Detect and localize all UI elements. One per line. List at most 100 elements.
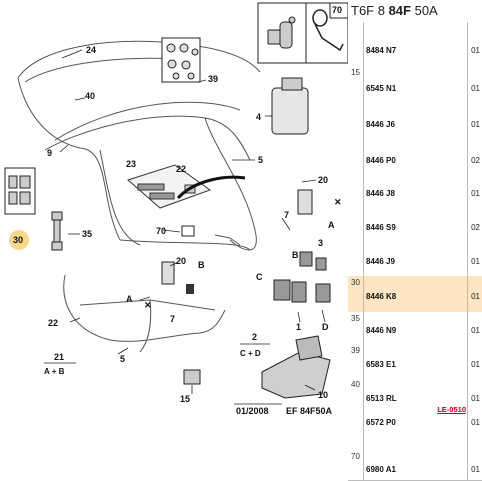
part-ref-cell [348,242,364,276]
callout-B-right[interactable]: B [292,250,299,260]
part-ref-number: 40 [351,380,360,389]
callout-B-mid[interactable]: B [198,260,205,270]
clip-bracket-icon [312,9,344,52]
callout-24[interactable]: 24 [86,45,96,55]
part-qty-cell [467,344,482,378]
part-qty-cell [467,378,482,450]
callout-35[interactable]: 35 [82,229,92,239]
part-number[interactable]: 6583 E1 [366,360,396,369]
part-quantity: 01 [471,257,480,266]
part-number[interactable]: 8446 J6 [366,120,395,129]
part-row[interactable]: 8484 N7 01 [348,22,482,67]
part-qty-cell [467,276,482,312]
battery-tray-10 [261,335,331,399]
part-ref-number: 15 [351,68,360,77]
part-number[interactable]: 8446 S9 [366,223,396,232]
part-info-link[interactable]: LE-0510 [437,405,466,414]
callout-10[interactable]: 10 [318,390,328,400]
callout-40[interactable]: 40 [85,91,95,101]
callout-20-mid[interactable]: 20 [176,256,186,266]
callout-A-top[interactable]: A [328,220,335,230]
callout-A-mid[interactable]: A [126,294,133,304]
part-line: 8446 S9 02 [366,223,480,232]
plug-fitting-icon [267,16,296,49]
part-number[interactable]: 6980 A1 [366,465,396,474]
part-quantity: 01 [471,84,480,93]
part-line: 8446 J9 01 [366,257,480,266]
callout-22-bottom[interactable]: 22 [48,318,58,328]
catalog-title: T6F 8 84F 50A [351,3,438,18]
part-number[interactable]: 8446 J9 [366,257,395,266]
callout-1[interactable]: 1 [296,322,301,332]
part-ref-cell: 35 [348,312,364,344]
callout-D[interactable]: D [322,322,329,332]
callout-23[interactable]: 23 [126,159,136,169]
exploded-parts-diagram: 70 [4,2,348,416]
callout-30[interactable]: 30 [13,235,23,245]
part-qty-cell [467,174,482,208]
callout-9[interactable]: 9 [47,148,52,158]
part-number[interactable]: 8446 K8 [366,292,397,301]
part-quantity: 02 [471,223,480,232]
part-row[interactable]: 8446 S9 02 [348,208,482,243]
part-number[interactable]: 8446 J8 [366,189,395,198]
part-quantity: 01 [471,120,480,129]
part-ref-number: 35 [351,314,360,323]
x-marker: ✕ [144,300,152,310]
part-ref-number [348,208,363,210]
part-quantity: 01 [471,465,480,474]
callout-7-top[interactable]: 7 [284,210,289,220]
callout-4[interactable]: 4 [256,112,261,122]
part-line: 8446 N9 01 [366,326,480,335]
part-ref-cell: 15 [348,66,364,102]
part-ref-cell: 40 [348,378,364,450]
part-row[interactable]: 15 6545 N1 01 [348,66,482,103]
part-quantity: 01 [471,360,480,369]
part-ref-cell [348,174,364,208]
callout-5-top[interactable]: 5 [258,155,263,165]
part-ref-number: 30 [351,278,360,287]
part-ref-number: 70 [351,452,360,461]
part-quantity: 01 [471,46,480,55]
part-number[interactable]: 6513 RL [366,394,397,403]
callout-20-top[interactable]: 20 [318,175,328,185]
part-row[interactable]: 8446 J9 01 [348,242,482,277]
fuse-15-icon [183,369,201,385]
part-number[interactable]: 8446 P0 [366,156,396,165]
callout-C[interactable]: C [256,272,263,282]
part-number[interactable]: 6572 P0 [366,418,396,427]
callout-5-bottom[interactable]: 5 [120,354,125,364]
part-ref-cell [348,138,364,174]
part-number[interactable]: 8446 N9 [366,326,397,335]
callout-22-top[interactable]: 22 [176,164,186,174]
part-ref-cell: 30 [348,276,364,312]
callout-21[interactable]: 21 [54,352,64,362]
part-row[interactable]: 35 8446 N9 01 [348,312,482,345]
part-number[interactable]: 6545 N1 [366,84,397,93]
part-number[interactable]: 8484 N7 [366,46,397,55]
part-quantity: 01 [471,326,480,335]
callout-70[interactable]: 70 [156,226,166,236]
part-ref-number [348,102,363,104]
callout-39[interactable]: 39 [208,74,218,84]
part-qty-cell [467,102,482,138]
part-qty-cell [467,22,482,66]
connector-35-icon [51,211,63,251]
part-line: 6583 E1 01 [366,360,480,369]
part-qty-cell [467,208,482,242]
callout-3[interactable]: 3 [318,238,323,248]
callout-2[interactable]: 2 [252,332,257,342]
callout-15[interactable]: 15 [180,394,190,404]
callout-7-mid[interactable]: 7 [170,314,175,324]
combo-a-b: A + B [44,367,65,376]
title-suffix: 50A [410,3,438,18]
catalog-header: T6F 8 84F 50A [348,0,482,23]
part-row[interactable]: 70 6980 A1 01 [348,450,482,481]
part-row[interactable]: 8446 J6 01 [348,102,482,139]
